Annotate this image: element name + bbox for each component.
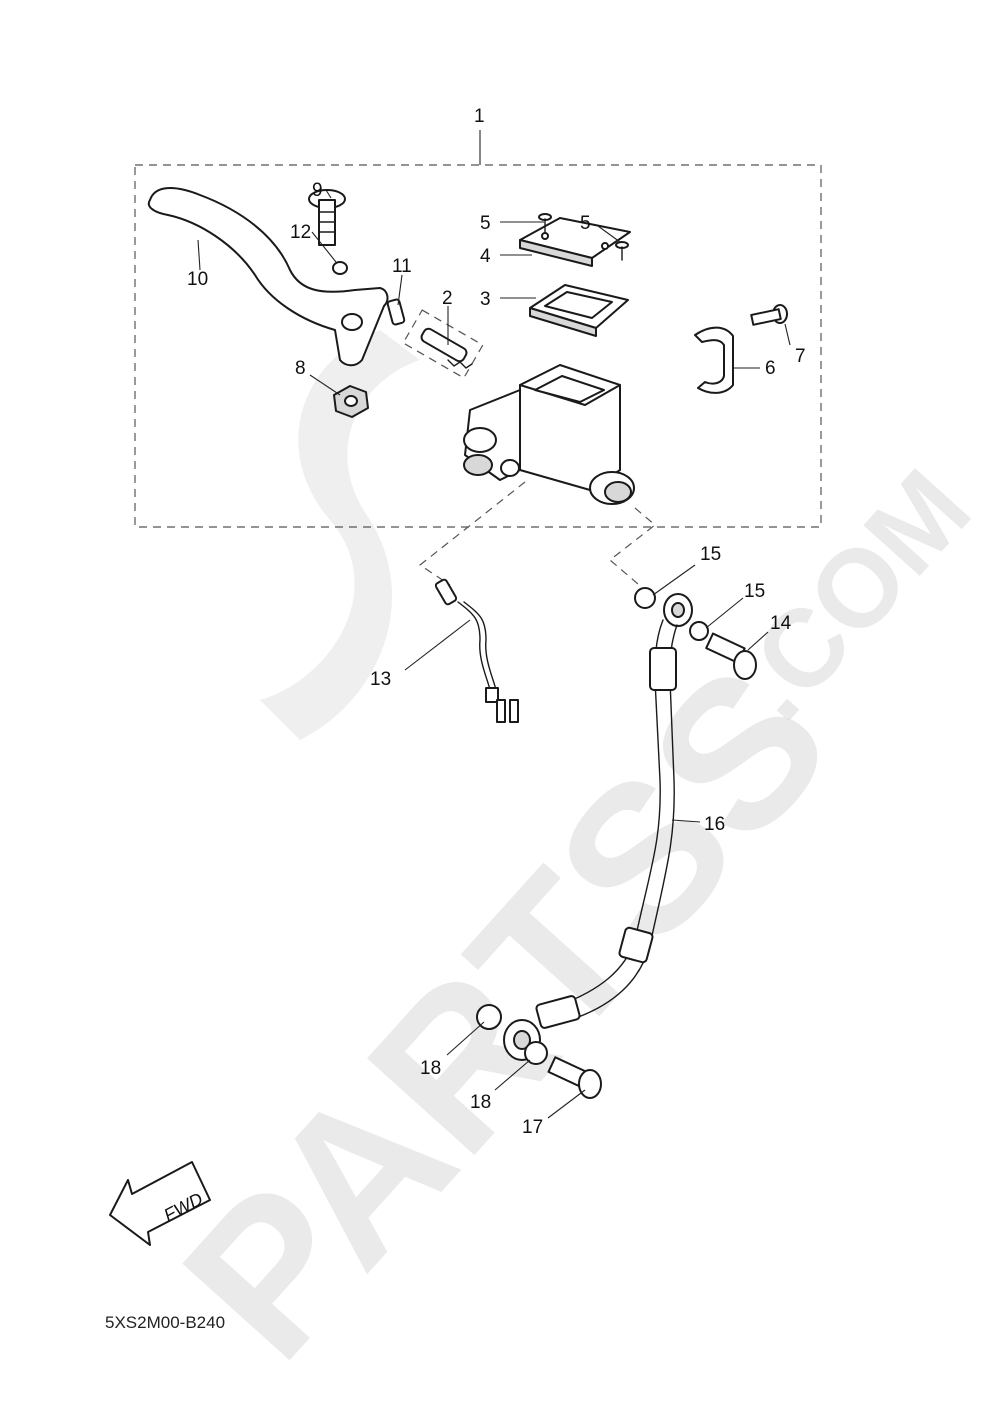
callout-17: 17 (522, 1117, 543, 1138)
pivot-bolt (308, 189, 346, 246)
lever-nut (333, 385, 369, 418)
leader-lines (197, 189, 791, 1119)
cap-screw-right (615, 241, 629, 261)
watermark-brand: PARTSS (139, 622, 873, 1401)
washer-upper-left (634, 587, 656, 609)
link-switch (418, 481, 526, 586)
watermark-swoosh (260, 330, 420, 740)
callout-6: 6 (765, 358, 776, 379)
callout-15-lower: 15 (744, 581, 765, 602)
clamp-bolt (750, 304, 788, 326)
callout-3: 3 (480, 289, 491, 310)
callout-13: 13 (370, 669, 391, 690)
brake-switch (434, 578, 519, 723)
callout-1: 1 (474, 106, 485, 127)
callout-2: 2 (442, 288, 453, 309)
callout-7: 7 (795, 346, 806, 367)
clamp-holder (694, 326, 734, 394)
o-ring (332, 261, 348, 275)
callout-11: 11 (392, 256, 412, 277)
union-bolt-upper (705, 632, 757, 680)
cap-screw-left (538, 213, 552, 233)
reservoir-cap (519, 217, 631, 267)
callout-4: 4 (480, 246, 491, 267)
brake-lever (147, 187, 389, 367)
callout-5-right: 5 (580, 213, 591, 234)
assembly-boundary (134, 164, 822, 528)
diaphragm (529, 284, 629, 337)
push-rod-pin (386, 298, 406, 326)
washer-upper-right (689, 621, 709, 641)
master-cylinder-body (463, 364, 635, 505)
callout-15-upper: 15 (700, 544, 721, 565)
callout-9: 9 (312, 180, 323, 201)
piston-kit (402, 309, 484, 379)
brake-hose (503, 593, 693, 1061)
callout-14: 14 (770, 613, 792, 634)
callout-18-lower: 18 (470, 1092, 491, 1113)
callout-8: 8 (295, 358, 306, 379)
callout-16: 16 (704, 814, 725, 835)
callouts: 1 2 3 4 5 5 6 7 8 9 10 11 12 13 14 15 15… (187, 106, 806, 1138)
drawing-code: 5XS2M00-B240 (105, 1313, 226, 1332)
link-hose (609, 507, 656, 591)
callout-12: 12 (290, 222, 311, 243)
callout-10: 10 (187, 269, 208, 290)
washer-lower-right (524, 1041, 548, 1065)
callout-18-upper: 18 (420, 1058, 441, 1079)
watermark: PARTSS .COM (139, 330, 994, 1401)
callout-5-left: 5 (480, 213, 491, 234)
